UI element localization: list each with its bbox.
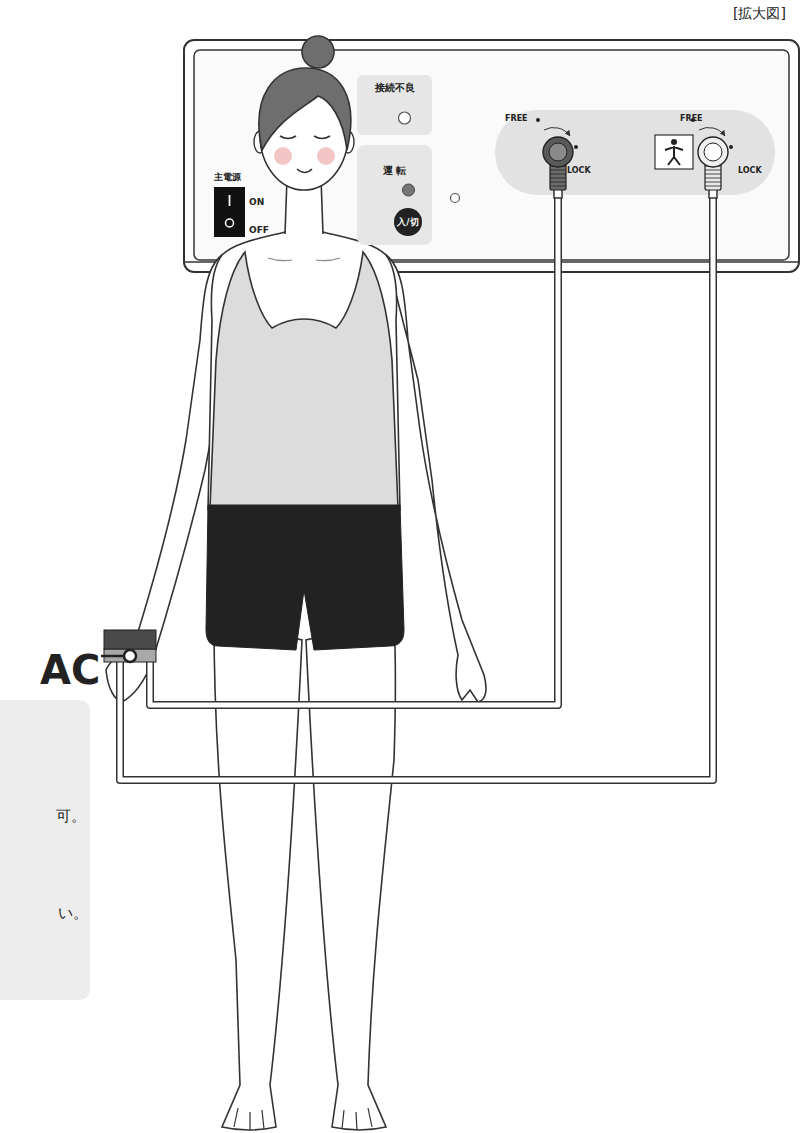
- callout-pointer: [226, 462, 262, 474]
- node-shape: [0, 700, 90, 1000]
- cable: [120, 195, 713, 780]
- shorts: [206, 505, 404, 650]
- patient-symbol-head: [671, 139, 677, 145]
- connection-fault-indicator: 接続不良: [357, 75, 432, 135]
- free-label: FREE: [505, 115, 528, 124]
- socket-ridge: [550, 186, 566, 187]
- socket-ridge: [705, 174, 721, 175]
- hair: [259, 68, 351, 150]
- indicator-label: 接続不良: [375, 82, 415, 93]
- figure-tag: [拡大図]: [733, 6, 786, 21]
- node-shape: [495, 110, 775, 195]
- ear: [254, 131, 266, 153]
- socket-ridge: [705, 186, 721, 187]
- free-label: FREE: [680, 115, 703, 124]
- band-upper: [104, 630, 156, 649]
- collarbone: [268, 258, 340, 261]
- lock-dot: [574, 145, 578, 149]
- indicator-panel: [357, 75, 432, 135]
- device-panel: [194, 50, 789, 260]
- leader-line: [101, 655, 124, 658]
- right-leg: [306, 620, 396, 1130]
- node-shape: [104, 630, 156, 662]
- wrist-electrode-band: AC: [104, 630, 156, 662]
- patient-symbol-box: [655, 135, 693, 169]
- power-button-label: 入/切: [394, 208, 422, 236]
- leader-dot: [124, 650, 136, 662]
- torso: [208, 232, 400, 510]
- run-control-panel: 運 転入/切: [357, 145, 432, 245]
- indicator-lamp: [399, 112, 411, 124]
- node-shape: [357, 145, 432, 245]
- lock-label: LOCK: [567, 167, 591, 176]
- face: [260, 80, 348, 190]
- socket-ridge: [550, 178, 566, 179]
- socket-ridge: [550, 174, 566, 175]
- neck: [285, 178, 323, 234]
- patient-symbol-body: [665, 146, 683, 165]
- cheek: [317, 147, 335, 165]
- cable-outline: [150, 195, 558, 705]
- indicator-dot: [451, 194, 460, 203]
- turn-arrow: [699, 128, 725, 136]
- device-base-line: [184, 261, 799, 263]
- neck-fill: [285, 178, 323, 240]
- switch-state-label: ON: [249, 198, 264, 208]
- socket-ridge: [550, 170, 566, 171]
- free-dot: [536, 118, 540, 122]
- hair-bun: [302, 36, 334, 68]
- connector-plate: [495, 110, 775, 195]
- socket-ridge: [550, 182, 566, 183]
- note-panel: [0, 700, 90, 1000]
- closed-eyes: [280, 136, 330, 139]
- socket-ridge: [705, 170, 721, 171]
- socket-ring: [543, 137, 573, 167]
- socket-core: [549, 143, 567, 161]
- cable-core: [120, 195, 713, 780]
- cable-outline: [120, 195, 713, 780]
- ear: [342, 131, 354, 153]
- right-arm: [386, 255, 486, 702]
- device-housing: [184, 40, 799, 272]
- run-label: 運 転: [383, 165, 406, 176]
- socket-core: [704, 143, 722, 161]
- switch-off-symbol: [226, 219, 234, 227]
- main-switch: [214, 187, 245, 237]
- note-box: 可。い。: [0, 700, 90, 1000]
- turn-arrow: [544, 128, 570, 136]
- socket-ring: [698, 137, 728, 167]
- toes: [234, 1108, 372, 1130]
- cheek: [274, 147, 292, 165]
- left-leg: [214, 620, 302, 1130]
- socket-ridge: [705, 178, 721, 179]
- note-text: 可。: [56, 808, 86, 825]
- cable: [150, 195, 558, 705]
- tank-top: [210, 252, 398, 508]
- connector-panel: FREE LOCK FREE LOCK: [495, 110, 775, 195]
- run-lamp: [403, 184, 415, 196]
- smile: [297, 169, 312, 173]
- switch-on-symbol: [229, 195, 231, 206]
- socket-ridge: [705, 182, 721, 183]
- switch-state-label: OFF: [249, 226, 269, 236]
- lock-dot: [729, 145, 733, 149]
- run-panel: [357, 145, 432, 245]
- cable-core: [150, 195, 558, 705]
- note-text: い。: [58, 905, 88, 922]
- lock-label: LOCK: [738, 167, 762, 176]
- switch-label: 主電源: [214, 173, 241, 183]
- electrode-label: AC: [40, 650, 100, 690]
